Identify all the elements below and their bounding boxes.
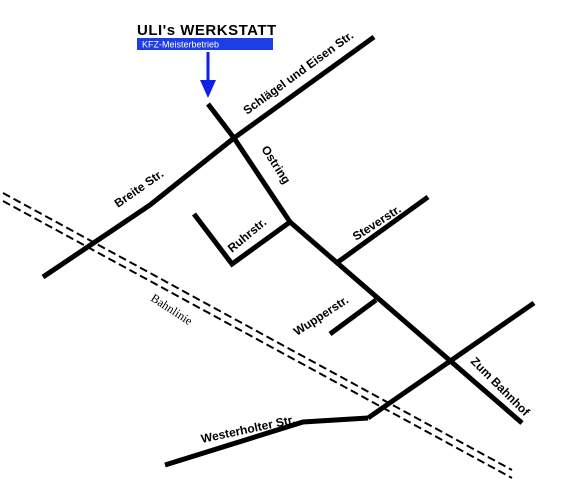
street-label-ruhr: Ruhrstr. (225, 215, 269, 255)
roads (41, 34, 536, 468)
road-zum-bahnhof (366, 300, 536, 421)
down-arrow-icon (200, 52, 216, 98)
street-label-wupper: Wupperstr. (291, 293, 351, 339)
street-label-breite: Breite Str. (112, 166, 166, 210)
workshop-subtitle: KFZ-Meisterbetrieb (142, 40, 219, 50)
workshop-subtitle-badge (137, 38, 273, 50)
road-schlaegel-und-eisen (232, 34, 376, 141)
road-ostring-north (206, 102, 236, 140)
workshop-marker: ULI's WERKSTATT KFZ-Meisterbetrieb (137, 22, 277, 98)
road-westerholter (164, 415, 369, 468)
road-breite (41, 136, 236, 280)
road-ostring (231, 136, 293, 224)
road-stever (336, 194, 430, 265)
road-ruhr (192, 212, 292, 268)
road-ostring-south (288, 220, 524, 425)
road-wupper (328, 297, 378, 337)
workshop-title: ULI's WERKSTATT (137, 22, 277, 39)
railway-label: Bahnlinie (148, 291, 195, 328)
